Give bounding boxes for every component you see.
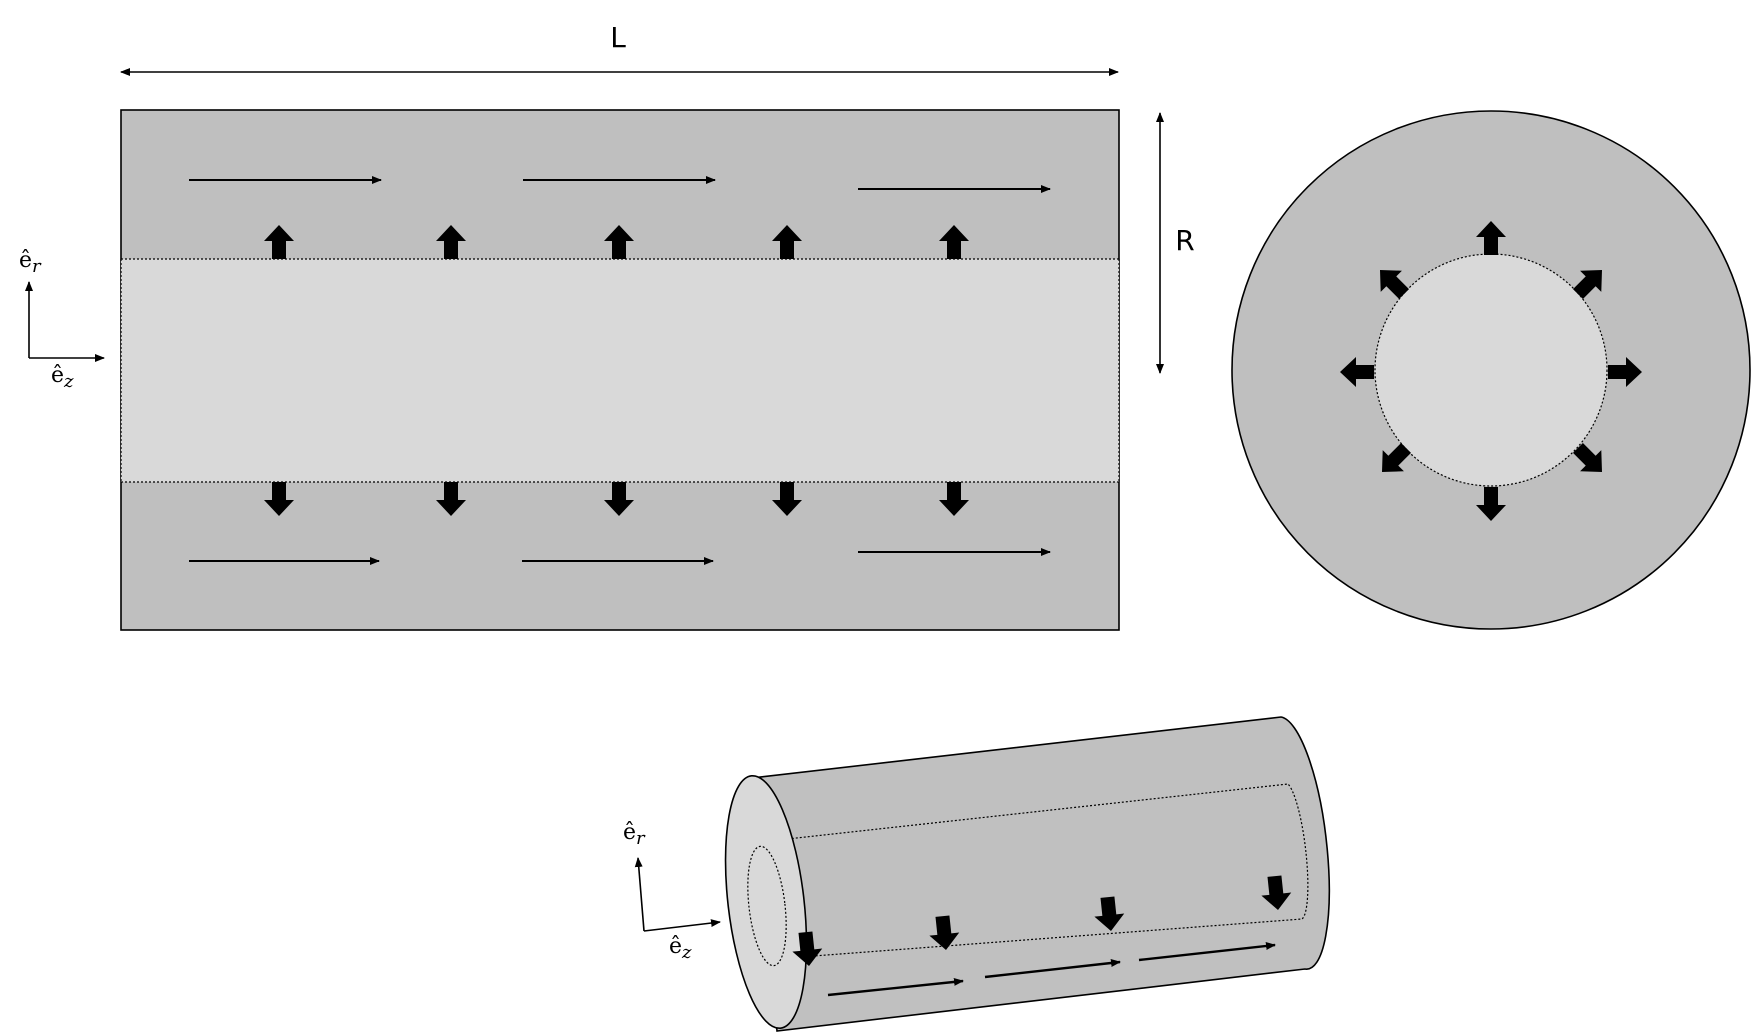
thin-arrow-icon xyxy=(827,977,964,997)
thin-arrow-icon xyxy=(984,959,1121,979)
axial-flow-arrows-top xyxy=(189,176,1051,193)
cylinder-body xyxy=(751,716,1331,1032)
radius-dimension: R xyxy=(1156,112,1195,374)
side-view: L xyxy=(19,21,1195,631)
radius-label: R xyxy=(1175,224,1194,257)
er-axis-label: êr xyxy=(19,248,42,277)
cylinder-3d-view: êr êz xyxy=(623,716,1331,1032)
axes-side-view: êr êz xyxy=(19,248,105,392)
axial-flow-arrows-bottom xyxy=(189,548,1051,565)
inner-circle xyxy=(1374,253,1608,487)
length-dimension: L xyxy=(120,21,1119,76)
axial-flow-arrows-3d xyxy=(827,942,1276,997)
axes-3d-view: êr êz xyxy=(623,820,721,963)
cross-section-view xyxy=(1231,110,1751,630)
inner-end-cap xyxy=(747,845,787,967)
inner-tube-outline xyxy=(759,783,1309,960)
length-label: L xyxy=(610,21,626,54)
ez-axis-label: êz xyxy=(51,363,74,392)
thin-arrow-icon xyxy=(1138,942,1276,962)
ez-axis-label-3d: êz xyxy=(669,934,692,963)
inner-core-section xyxy=(121,259,1119,482)
cylinder-end-cap xyxy=(724,774,808,1030)
er-axis-label-3d: êr xyxy=(623,820,646,849)
